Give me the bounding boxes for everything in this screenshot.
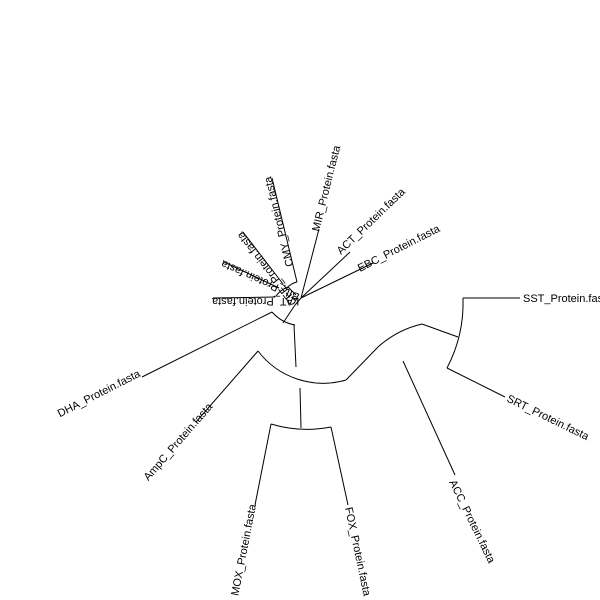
branch-acc [402,360,456,476]
branch-ebc [300,262,374,299]
branch-act [300,251,351,299]
tip-label-mox: MOX_Protein.fasta [229,502,259,596]
arc-cfe-bil-lat [275,286,289,297]
tip-label-fox: FOX_Protein.fasta [342,506,373,598]
branch-bil [223,261,280,289]
arc-mox-fox [270,423,332,430]
arc-sst-srt [446,297,464,369]
tip-labels: SST_Protein.fasta SRT_Protein.fasta ACC_… [56,144,600,598]
root-branch [294,297,302,306]
stem-lower-clade [282,304,296,324]
branch-srt [446,367,506,398]
tip-label-dha: DHA_Protein.fasta [56,368,143,420]
tip-label-cmy: CMY_Protein.fasta [262,174,296,267]
branch-mox [254,423,272,506]
tree-branches [141,177,520,506]
branch-cfe [242,231,284,285]
tip-label-lat: LAT_Protein.fasta [211,295,299,307]
branch-ampc [195,350,259,423]
tip-label-acc: ACC_Protein.fasta [446,478,497,566]
tip-label-ampc: AmpC_Protein.fasta [142,400,216,483]
branch-cmy [271,177,298,283]
stem-right-clade [345,346,379,381]
stem-mox-fox [299,387,302,429]
stem-rest [293,324,297,368]
tip-label-srt: SRT_Protein.fasta [505,393,592,443]
branch-lat [212,296,276,299]
tip-label-mir: MIR_Protein.fasta [310,144,343,233]
branch-dha [141,311,273,378]
arc-cmy-cluster [287,286,297,296]
stem-sst-srt [421,323,459,338]
arc-right-clade [377,323,423,348]
branch-mir [300,228,320,299]
arc-big-clade [257,350,347,384]
branch-fox [330,426,349,506]
arc-dha-rest [271,311,296,326]
tip-label-sst: SST_Protein.fasta [523,293,600,305]
